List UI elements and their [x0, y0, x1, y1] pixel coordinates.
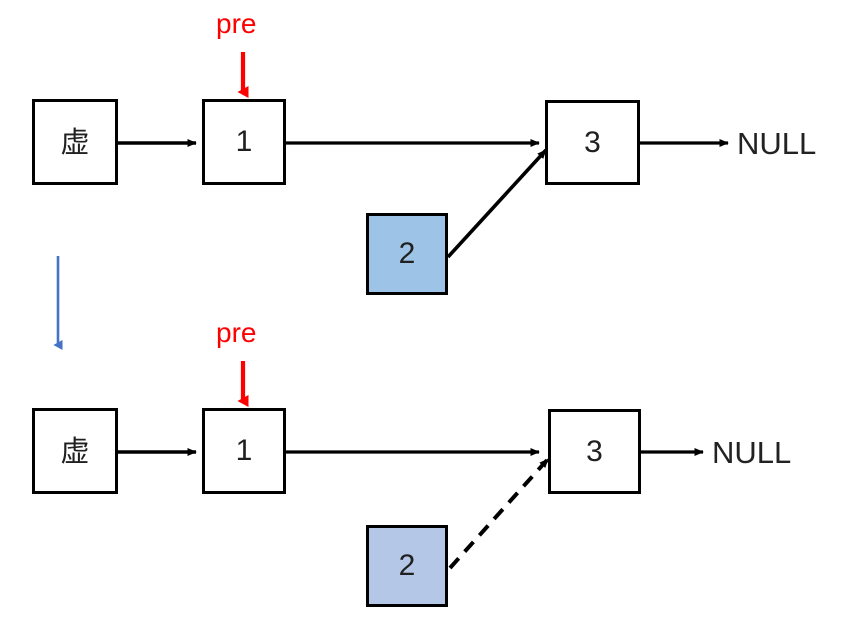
pointer-label-pre-top: pre: [216, 8, 257, 39]
node-two-bottom-label: 2: [398, 549, 416, 582]
node-one-top: 1: [202, 99, 286, 185]
node-one-bottom: 1: [202, 408, 286, 494]
pointer-label-pre-bottom: pre: [216, 317, 257, 348]
node-dummy-bottom: 虚: [32, 408, 118, 494]
node-two-top: 2: [366, 213, 448, 295]
null-terminator-top: NULL: [737, 126, 817, 161]
node-two-top-label: 2: [398, 237, 416, 270]
node-three-bottom: 3: [548, 409, 641, 494]
node-three-top-label: 3: [584, 125, 601, 159]
node-two-bottom: 2: [366, 525, 448, 607]
node-dummy-bottom-label: 虚: [60, 433, 90, 468]
node-one-top-label: 1: [235, 125, 253, 158]
edge-two-to-three-bottom-dashed: [448, 457, 550, 570]
node-dummy-top-label: 虚: [60, 124, 90, 159]
edge-two-to-three-top: [446, 148, 548, 259]
node-one-bottom-label: 1: [235, 434, 253, 467]
null-terminator-bottom: NULL: [712, 435, 792, 470]
node-dummy-top: 虚: [32, 99, 118, 185]
node-three-top: 3: [545, 100, 640, 185]
node-three-bottom-label: 3: [586, 434, 603, 468]
